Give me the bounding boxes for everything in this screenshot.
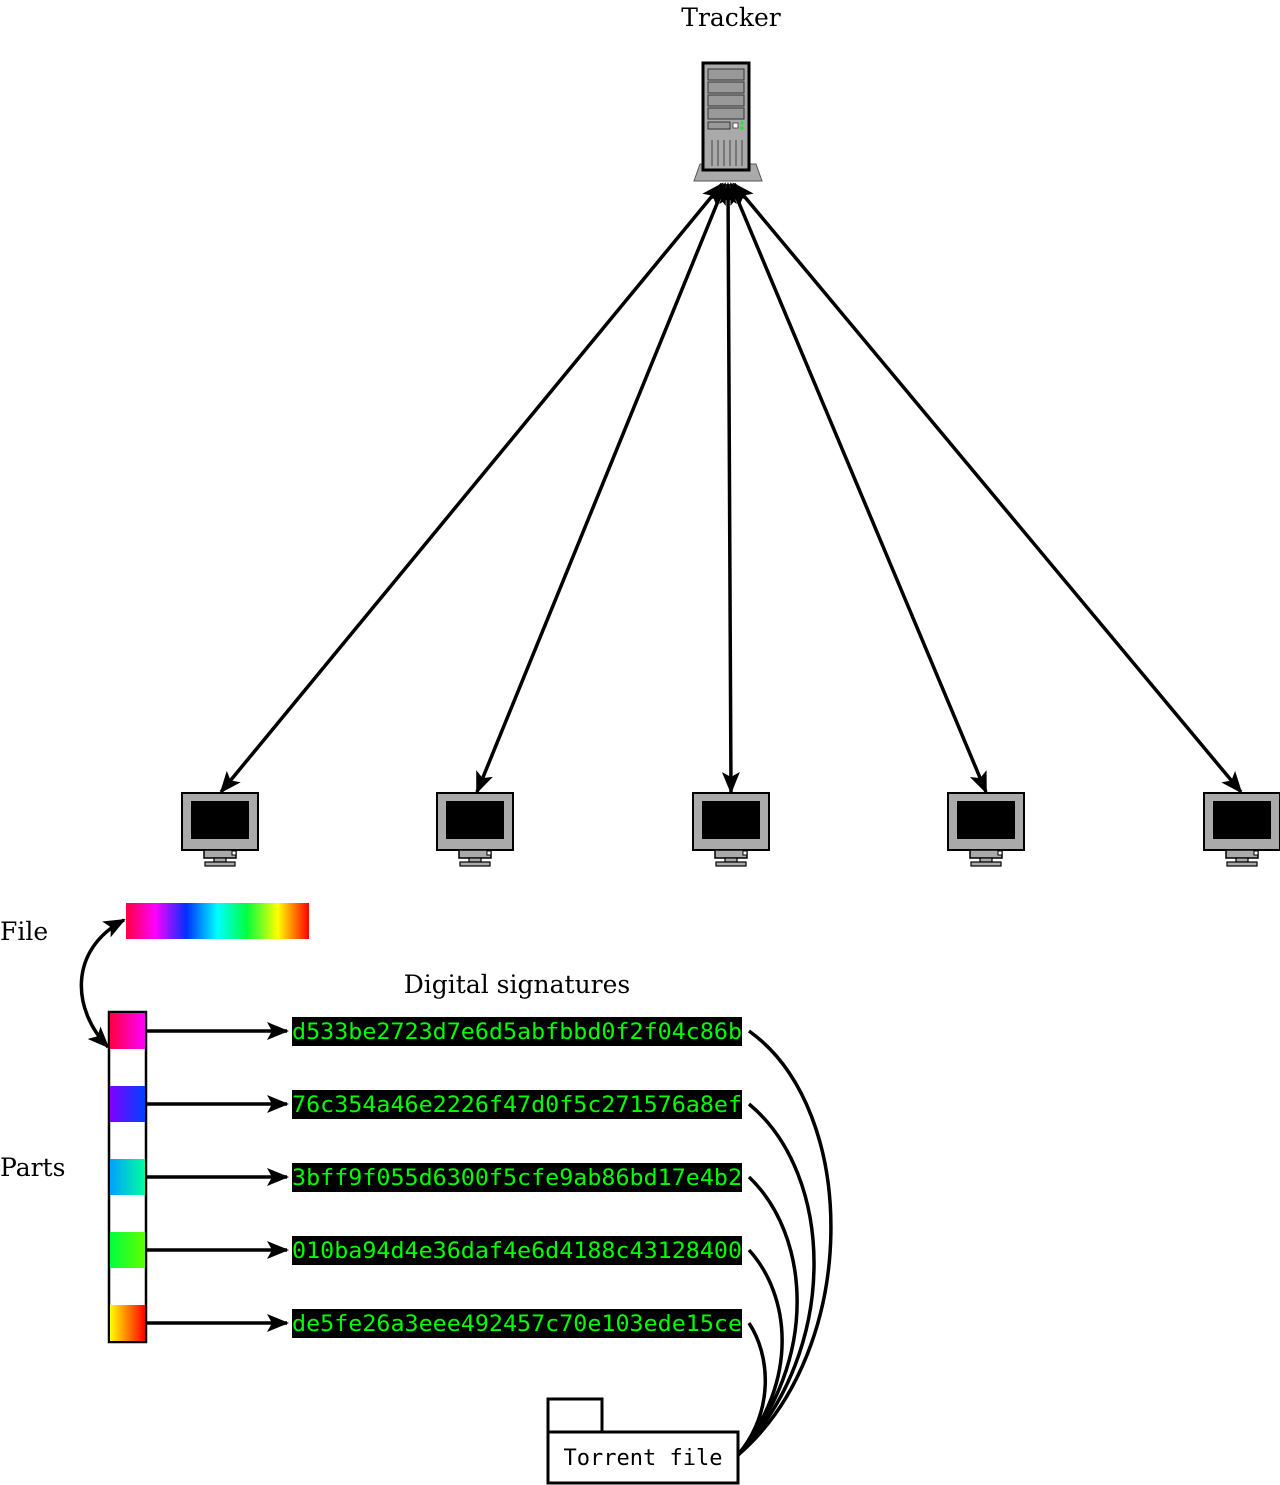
part-block: [110, 1013, 145, 1049]
file-parts-arrow: [79, 918, 126, 1049]
curve-hash-5: [736, 1322, 768, 1457]
tracker-label: Tracker: [681, 3, 780, 32]
peers: [181, 792, 1280, 867]
hash-text: 76c354a46e2226f47d0f5c271576a8ef: [292, 1093, 742, 1118]
link-peer-4: [729, 182, 988, 794]
torrent-file-label: Torrent file: [564, 1446, 723, 1471]
hash-background: [292, 1236, 742, 1265]
hash-torrent-links: [736, 1029, 833, 1457]
file-label: File: [0, 917, 48, 946]
hash-background: [292, 1090, 742, 1119]
part-block: [110, 1086, 145, 1122]
hash-text: d533be2723d7e6d5abfbbd0f2f04c86b: [292, 1020, 742, 1045]
computer-icon: [1203, 792, 1280, 867]
part-block: [110, 1305, 145, 1341]
server-icon: [693, 61, 763, 182]
computer-icon: [436, 792, 514, 867]
link-peer-1: [219, 182, 724, 794]
link-peer-3: [719, 182, 740, 794]
tracker-peer-links: [219, 182, 1243, 794]
part-block: [110, 1159, 145, 1195]
curve-hash-3: [736, 1175, 799, 1457]
link-peer-2: [475, 182, 727, 794]
computer-icon: [947, 792, 1025, 867]
hash-background: [292, 1017, 742, 1046]
file-bar: [126, 903, 309, 939]
link-peer-5: [732, 182, 1243, 794]
parts-blocks: [110, 1013, 145, 1341]
parts-label: Parts: [0, 1153, 65, 1182]
curve-hash-1: [736, 1029, 833, 1457]
hash-text: 3bff9f055d6300f5cfe9ab86bd17e4b2: [292, 1166, 742, 1191]
part-block: [110, 1232, 145, 1268]
curve-hash-4: [736, 1248, 784, 1457]
curve-hash-2: [736, 1102, 816, 1457]
hash-text: de5fe26a3eee492457c70e103ede15ce: [292, 1312, 742, 1337]
hash-text: 010ba94d4e36daf4e6d4188c43128400: [292, 1239, 742, 1264]
hash-rows: d533be2723d7e6d5abfbbd0f2f04c86b 76c354a4…: [146, 1017, 742, 1338]
torrent-file-icon: Torrent file: [546, 1397, 740, 1485]
computer-icon: [692, 792, 770, 867]
hash-background: [292, 1309, 742, 1338]
hash-background: [292, 1163, 742, 1192]
computer-icon: [181, 792, 259, 867]
signatures-label: Digital signatures: [404, 970, 631, 999]
